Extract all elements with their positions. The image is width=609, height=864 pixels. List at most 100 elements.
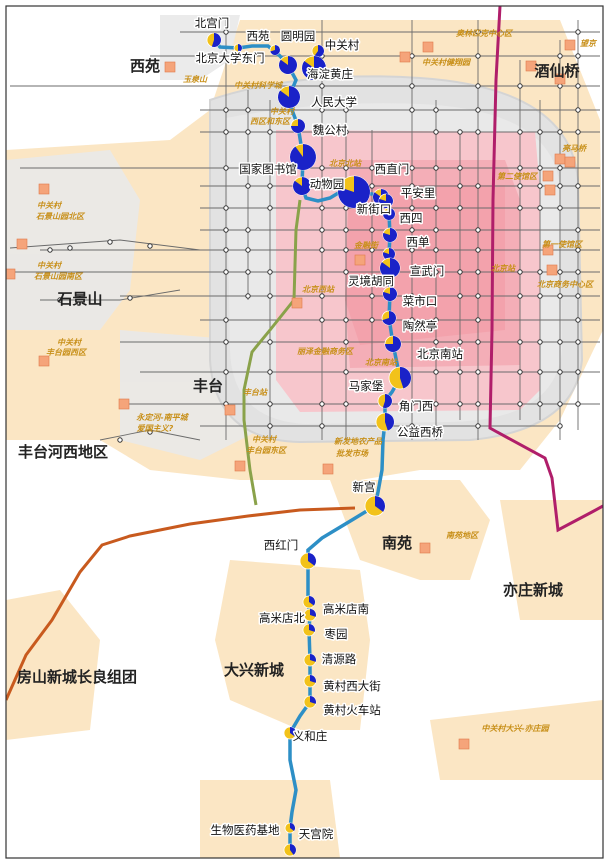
station-pie[interactable] [303, 674, 317, 688]
poi-label: 北京西站 [302, 285, 336, 294]
road-node [433, 339, 439, 345]
station-label[interactable]: 马家堡 [347, 378, 385, 395]
station-pie[interactable] [382, 227, 398, 243]
poi-label: 金融街 [354, 240, 380, 250]
station-label[interactable]: 西红门 [262, 537, 300, 554]
road-node [475, 129, 481, 135]
poi-marker [564, 39, 576, 51]
station-label[interactable]: 北京南站 [416, 346, 465, 363]
station-pie[interactable] [381, 310, 397, 326]
station-pie[interactable] [384, 335, 402, 353]
road-node [575, 227, 581, 233]
station-pie[interactable] [284, 822, 296, 834]
district-label-daxing: 大兴新城 [224, 661, 284, 679]
pie-blue-share [375, 496, 386, 512]
station-label[interactable]: 生物医药基地 [209, 822, 281, 839]
station-label[interactable]: 西四 [398, 210, 424, 227]
station-label[interactable]: 灵境胡同 [347, 273, 396, 290]
station-label[interactable]: 魏公村 [311, 122, 349, 139]
station-label[interactable]: 中关村 [323, 37, 361, 54]
road-node [267, 183, 273, 189]
poi-label: 亮马桥 [562, 144, 588, 153]
pie-blue-share [382, 311, 396, 325]
station-label[interactable]: 国家图书馆 [238, 161, 299, 178]
road-node [433, 205, 439, 211]
station-pie[interactable] [377, 393, 393, 409]
station-pie[interactable] [289, 143, 317, 171]
station-pie[interactable] [302, 595, 316, 609]
station-label[interactable]: 菜市口 [401, 293, 439, 310]
station-pie[interactable] [283, 843, 297, 857]
road-node [537, 183, 543, 189]
road-node [575, 53, 581, 59]
station-pie[interactable] [382, 286, 398, 302]
station-pie[interactable] [379, 257, 401, 279]
station-pie[interactable] [303, 695, 317, 709]
station-pie[interactable] [382, 207, 396, 221]
station-pie[interactable] [299, 552, 317, 570]
station-pie[interactable] [292, 176, 312, 196]
station-label[interactable]: 西直门 [373, 161, 411, 178]
station-label[interactable]: 海淀黄庄 [306, 66, 355, 83]
station-label[interactable]: 西单 [405, 234, 431, 251]
station-pie[interactable] [278, 55, 298, 75]
poi-label: 中关村大兴-亦庄园 [481, 724, 550, 733]
station-label[interactable]: 陶然亭 [401, 318, 439, 335]
station-label[interactable]: 高米店南 [322, 601, 371, 618]
poi-label: 玉泉山 [183, 75, 208, 84]
poi-label: 中关村科学城 [234, 80, 284, 90]
road-node [369, 293, 375, 299]
station-label[interactable]: 北宫门 [193, 15, 231, 32]
station-pie[interactable] [233, 43, 243, 53]
poi-marker [542, 170, 554, 182]
station-label[interactable]: 公益西桥 [396, 424, 445, 441]
station-label[interactable]: 黄村火车站 [322, 702, 383, 719]
station-label[interactable]: 枣园 [323, 626, 349, 643]
road-node [267, 293, 273, 299]
station-label[interactable]: 义和庄 [291, 728, 329, 745]
station-label[interactable]: 新宫 [351, 479, 377, 496]
station-pie[interactable] [290, 118, 306, 134]
road-node [369, 317, 375, 323]
road-node [457, 269, 463, 275]
road-node [575, 293, 581, 299]
station-pie[interactable] [388, 366, 412, 390]
station-pie[interactable] [269, 44, 281, 56]
station-pie[interactable] [277, 85, 301, 109]
station-label[interactable]: 西苑 [245, 28, 271, 45]
poi-label: 石景山园北区 [36, 212, 86, 221]
station-label[interactable]: 天宫院 [297, 826, 335, 843]
station-label[interactable]: 角门西 [397, 398, 435, 415]
station-label[interactable]: 圆明园 [279, 28, 317, 45]
road-node [517, 269, 523, 275]
station-label[interactable]: 人民大学 [310, 94, 359, 111]
road-node [575, 339, 581, 345]
station-pie[interactable] [283, 726, 297, 740]
road-node [433, 401, 439, 407]
road-node [575, 107, 581, 113]
road-node [517, 401, 523, 407]
station-label[interactable]: 高米店北 [258, 610, 307, 627]
station-label[interactable]: 宣武门 [408, 263, 446, 280]
station-pie[interactable] [364, 495, 386, 517]
station-pie[interactable] [303, 653, 317, 667]
station-label[interactable]: 平安里 [399, 185, 437, 202]
station-label[interactable]: 动物园 [308, 176, 346, 193]
station-pie[interactable] [375, 412, 395, 432]
road-node [343, 129, 349, 135]
station-label[interactable]: 清源路 [320, 651, 358, 668]
station-label[interactable]: 新街口 [355, 201, 393, 218]
road-node [267, 269, 273, 275]
station-pie[interactable] [303, 608, 317, 622]
station-pie[interactable] [302, 623, 316, 637]
station-pie[interactable] [311, 44, 325, 58]
station-pie[interactable] [337, 175, 371, 209]
station-pie[interactable] [378, 193, 394, 209]
road-node [267, 423, 273, 429]
station-pie[interactable] [301, 55, 327, 81]
station-pie[interactable] [206, 32, 222, 48]
station-label[interactable]: 北京大学东门 [194, 50, 266, 67]
station-label[interactable]: 黄村西大街 [322, 678, 383, 695]
road-node [223, 129, 229, 135]
